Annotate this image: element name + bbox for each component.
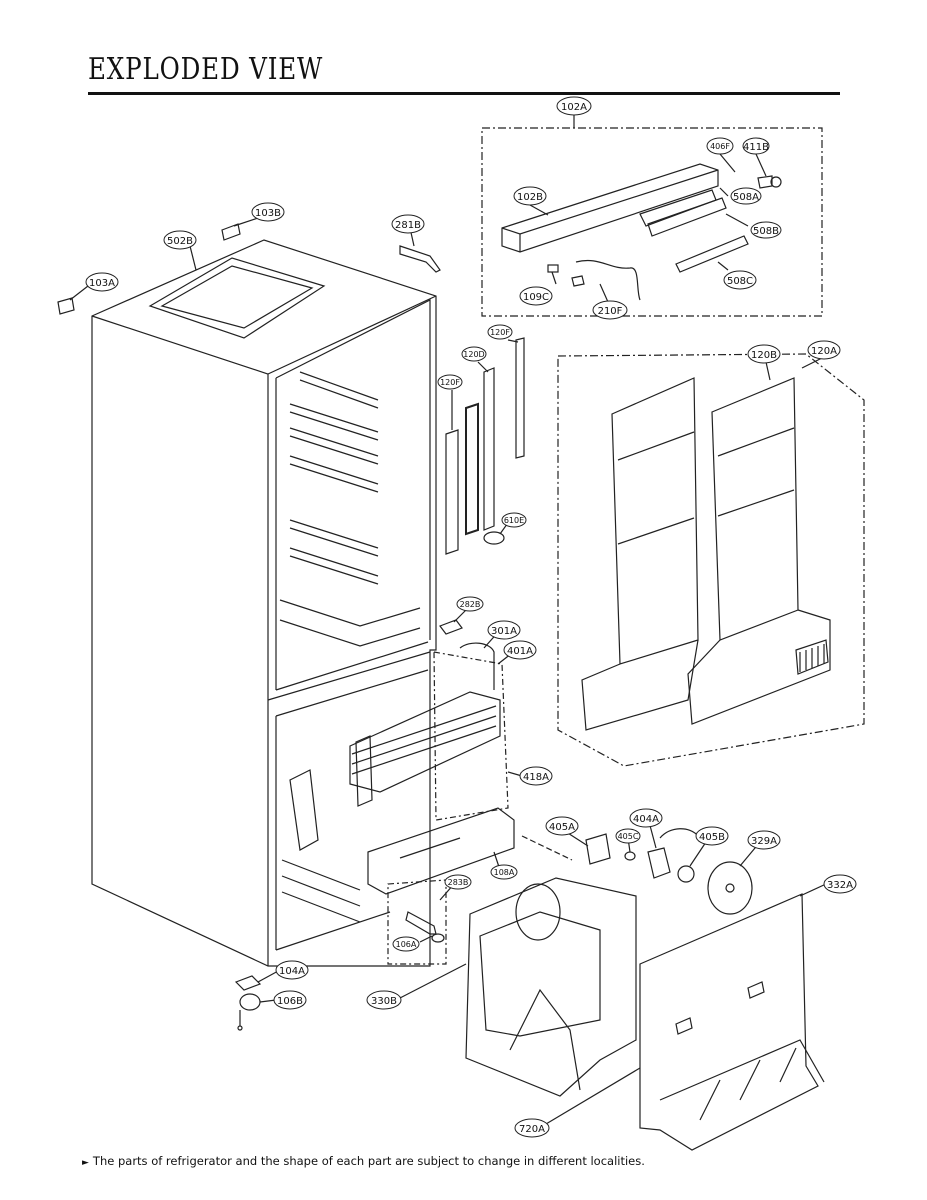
evaporator-301A	[349, 691, 501, 793]
callout-508A: 508A	[733, 192, 759, 203]
callout-329A: 329A	[751, 836, 777, 847]
fan-motor-404A	[647, 847, 671, 879]
group-box-120A	[557, 353, 865, 767]
page-title: EXPLODED VIEW	[88, 52, 324, 87]
rail-120F-left	[445, 429, 459, 555]
callout-120D: 120D	[463, 350, 484, 359]
callout-405C: 405C	[618, 832, 639, 841]
callout-418A: 418A	[523, 772, 549, 783]
callout-109C: 109C	[523, 292, 549, 303]
callout-332A: 332A	[827, 880, 853, 891]
top-frame-502B	[148, 257, 326, 339]
callout-108A: 108A	[494, 868, 515, 877]
callout-406F: 406F	[710, 142, 730, 151]
callout-610E: 610E	[504, 516, 524, 525]
callout-282B: 282B	[460, 600, 481, 609]
callout-508B: 508B	[753, 226, 779, 237]
arrow-icon: ►	[82, 1158, 89, 1168]
callout-102A: 102A	[561, 102, 587, 113]
callout-120A: 120A	[811, 346, 837, 357]
callout-281B: 281B	[395, 220, 421, 231]
callout-404A: 404A	[633, 814, 659, 825]
callout-103A: 103A	[89, 278, 115, 289]
callout-103B: 103B	[255, 208, 281, 219]
title-rule	[88, 92, 840, 95]
partition-120B-right	[711, 377, 799, 641]
cover-108A	[367, 807, 515, 895]
callout-120F-top: 120F	[490, 328, 510, 337]
group-box-102A	[481, 127, 823, 317]
callout-120F-left: 120F	[440, 378, 460, 387]
callout-210F: 210F	[598, 306, 623, 317]
callout-102B: 102B	[517, 192, 543, 203]
machine-cover-720A	[639, 893, 819, 1151]
callout-301A: 301A	[491, 626, 517, 637]
callout-283B: 283B	[448, 878, 469, 887]
callout-405B: 405B	[699, 832, 725, 843]
footnote-text: The parts of refrigerator and the shape …	[92, 1154, 645, 1168]
cabinet-outer	[91, 239, 437, 967]
callout-720A: 720A	[519, 1124, 545, 1135]
callout-106B: 106B	[277, 996, 303, 1007]
callout-502B: 502B	[167, 236, 193, 247]
callout-508C: 508C	[727, 276, 753, 287]
control-box-102B	[501, 163, 719, 253]
callout-411B: 411B	[743, 142, 769, 153]
callout-104A: 104A	[279, 966, 305, 977]
callout-330B: 330B	[371, 996, 397, 1007]
callout-405A: 405A	[549, 822, 575, 833]
fan-cover-330B	[465, 877, 637, 1097]
fan-329A	[707, 861, 753, 915]
callout-401A: 401A	[507, 646, 533, 657]
footnote: ►The parts of refrigerator and the shape…	[82, 1154, 645, 1168]
callout-106A: 106A	[396, 940, 417, 949]
callout-120B: 120B	[751, 350, 777, 361]
